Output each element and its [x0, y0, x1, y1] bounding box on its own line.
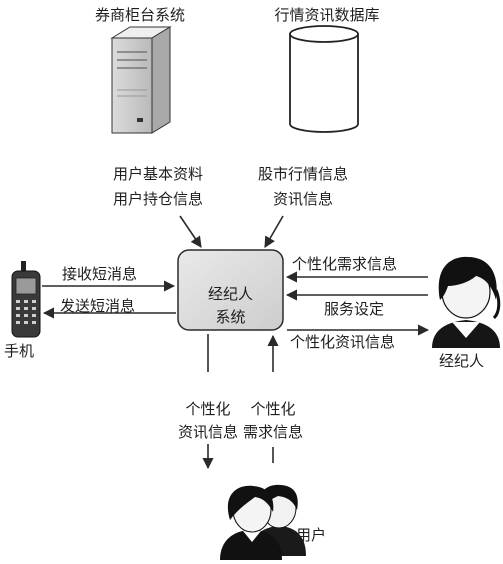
user-to-system-label-line2: 需求信息 [242, 423, 303, 441]
system-to-user-label-line1: 个性化 [185, 400, 231, 418]
market-database-label: 行情资讯数据库 [274, 6, 380, 24]
counter-to-system-arrow [179, 215, 202, 248]
user-holdings-label: 用户持仓信息 [112, 190, 203, 208]
agent-system-title-line2: 系统 [215, 308, 246, 326]
mobile-phone-label: 手机 [4, 342, 35, 360]
agent-system-box [177, 249, 284, 331]
user-to-system-label-line1: 个性化 [250, 400, 296, 418]
personalized-info-label: 个性化资讯信息 [290, 333, 396, 351]
agent-person-icon [432, 256, 501, 348]
stock-quotes-label: 股市行情信息 [257, 165, 348, 183]
news-info-label: 资讯信息 [272, 190, 333, 208]
database-icon [289, 25, 359, 133]
user-label: 用户 [296, 526, 327, 544]
broker-counter-system-label: 券商柜台系统 [94, 6, 185, 24]
send-sms-label: 发送短消息 [60, 297, 136, 315]
agent-person-label: 经纪人 [439, 352, 485, 370]
system-to-user-label-line2: 资讯信息 [177, 423, 238, 441]
service-settings-label: 服务设定 [324, 300, 385, 318]
mobile-phone-icon [11, 261, 41, 338]
user-group-icon [220, 484, 306, 560]
server-icon [110, 26, 172, 134]
db-to-system-arrow [264, 215, 284, 248]
user-basic-data-label: 用户基本资料 [112, 165, 203, 183]
personalized-request-label: 个性化需求信息 [292, 255, 398, 273]
receive-sms-label: 接收短消息 [62, 265, 138, 283]
agent-system-title-line1: 经纪人 [207, 285, 253, 303]
